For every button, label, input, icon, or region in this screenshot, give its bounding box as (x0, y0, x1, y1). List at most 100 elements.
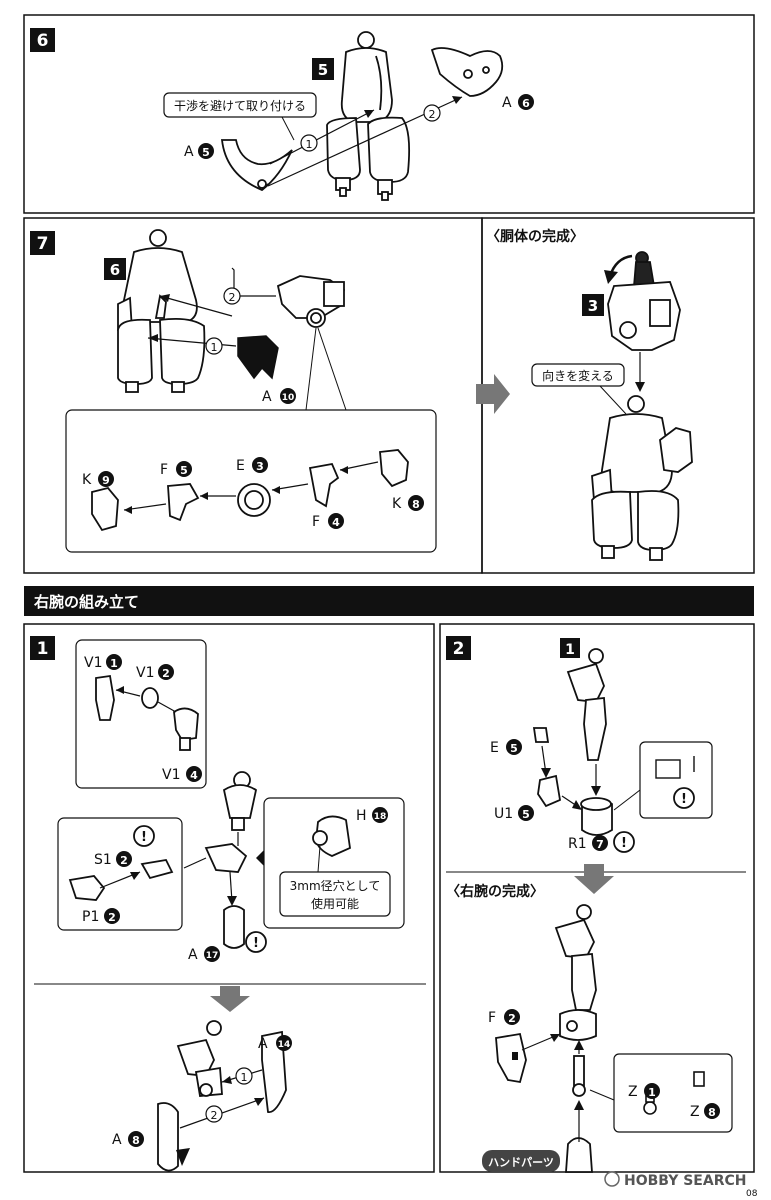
arm-order-1-circle (235, 1067, 253, 1085)
reorient-leader (599, 385, 627, 415)
caution-s1-mark: ! (141, 830, 147, 845)
part-k9-badge (98, 471, 114, 487)
part-e5-badge (506, 739, 522, 755)
a8-arrow-head (254, 1098, 264, 1106)
hole-note-line1: 3mm径穴として (290, 878, 381, 893)
page-number: 08 (746, 1189, 758, 1199)
part-a6-letter: A (502, 95, 512, 111)
arm-step2-illustration (532, 648, 613, 836)
r1-detail-inset (639, 741, 713, 819)
arm-lower-illustration (157, 1020, 287, 1172)
f2-mark (512, 1052, 518, 1060)
part-v1-4-number: 4 (190, 769, 198, 782)
a8-mark (176, 1148, 190, 1166)
part-a5-letter: A (184, 144, 194, 160)
sub3-badge (582, 294, 604, 316)
u1-arrow-head (572, 800, 582, 810)
arrow-head-1 (364, 110, 374, 118)
part-f2-number: 2 (508, 1012, 516, 1025)
a14-arrow-1-head (222, 1076, 232, 1084)
hand-up-head-1 (574, 1040, 584, 1050)
part-v1-2-shape (141, 687, 159, 709)
part-z8-badge (704, 1103, 720, 1119)
part-z8-letter: Z (690, 1104, 700, 1120)
part-v1-1-shape (95, 674, 115, 721)
part-z8-number: 8 (708, 1106, 716, 1119)
flip-arrow-head (635, 382, 645, 392)
part-z1-shape (643, 1101, 657, 1115)
part-z1-number: 1 (648, 1086, 656, 1099)
order-2-circle (423, 104, 441, 122)
part-p1-2-letter: P1 (82, 909, 99, 925)
interference-callout (163, 92, 317, 118)
reorient-note: 向きを変える (542, 368, 614, 383)
part-k9-letter: K (82, 472, 92, 488)
arm-step2-number: 2 (453, 639, 465, 659)
right-arm-header: 右腕の組み立て (34, 593, 139, 611)
part-p1-2-shape (68, 875, 106, 901)
sub1-number: 1 (565, 642, 575, 658)
inset-arrow-4-head (340, 466, 348, 474)
order-7-1-label: 1 (211, 341, 218, 354)
part-e3-number: 3 (256, 460, 264, 473)
part-a6-badge (518, 94, 534, 110)
part-v1-4-badge (186, 766, 202, 782)
order-1-label: 1 (306, 138, 313, 151)
reorient-callout (531, 363, 625, 387)
part-f4-letter: F (312, 514, 320, 530)
shoulder-joint-inset (57, 817, 183, 931)
order-7-2-label: 2 (229, 291, 236, 304)
part-v1-4-letter: V1 (162, 767, 180, 783)
caution-r1-detail-mark: ! (681, 792, 687, 807)
step7-inset (65, 409, 437, 553)
part-s1-2-shape (140, 859, 174, 880)
part-h18-number: 18 (374, 812, 387, 822)
part-a17-badge (204, 946, 220, 962)
callout-leader (281, 116, 295, 141)
arm-step1-frame (23, 623, 435, 1173)
body5-badge (312, 58, 334, 80)
v1-arrow-2 (157, 701, 177, 713)
arm-complete-title: 〈右腕の完成〉 (446, 883, 544, 900)
part-a10-letter: A (262, 389, 272, 405)
order-7-2-circle (223, 287, 241, 305)
step6-number: 6 (37, 31, 49, 51)
part-a8-number: 8 (132, 1134, 140, 1147)
arrow-head-7-2 (160, 294, 170, 302)
part-u1-5-badge (518, 805, 534, 821)
torso-complete-title: 〈胴体の完成〉 (486, 228, 584, 245)
part-h18-shape (312, 815, 351, 857)
body5-number: 5 (318, 61, 328, 79)
caution-r1-detail (673, 787, 695, 809)
progress-arrow-down-2 (574, 864, 614, 894)
r1-arrow-head (591, 786, 601, 796)
hand-parts-label-bg (482, 1150, 560, 1172)
caution-r1 (613, 831, 635, 853)
p1-to-arm-line (183, 857, 207, 869)
part-e5-number: 5 (510, 742, 518, 755)
upper-arm-illustration (204, 771, 258, 949)
arm-complete-illustration (495, 904, 597, 1173)
progress-arrow-right (476, 374, 510, 414)
sub3-number: 3 (588, 297, 598, 315)
part-a10-badge (280, 388, 296, 404)
part-f2-badge (504, 1009, 520, 1025)
interference-note: 干渉を避けて取り付ける (174, 98, 306, 113)
inset-arrow-3-head (272, 486, 280, 494)
caution-s1 (133, 825, 155, 847)
order-2-label: 2 (429, 108, 436, 121)
hand-up-head-2 (574, 1100, 584, 1110)
step7-number: 7 (37, 234, 49, 254)
shoulder-unit-illustration (276, 275, 346, 328)
arm-order-2-label: 2 (211, 1109, 218, 1122)
part-k9-shape (91, 486, 119, 532)
part-f5-badge (176, 461, 192, 477)
arm-vert-head (227, 896, 237, 906)
part-h18-badge (372, 807, 388, 823)
part-e5-letter: E (490, 740, 499, 756)
part-s1-2-badge (116, 851, 132, 867)
part-e3-badge (252, 457, 268, 473)
part-a14-badge (276, 1035, 292, 1051)
arm-order-1-label: 1 (241, 1071, 248, 1084)
part-k8-number: 8 (412, 498, 420, 511)
